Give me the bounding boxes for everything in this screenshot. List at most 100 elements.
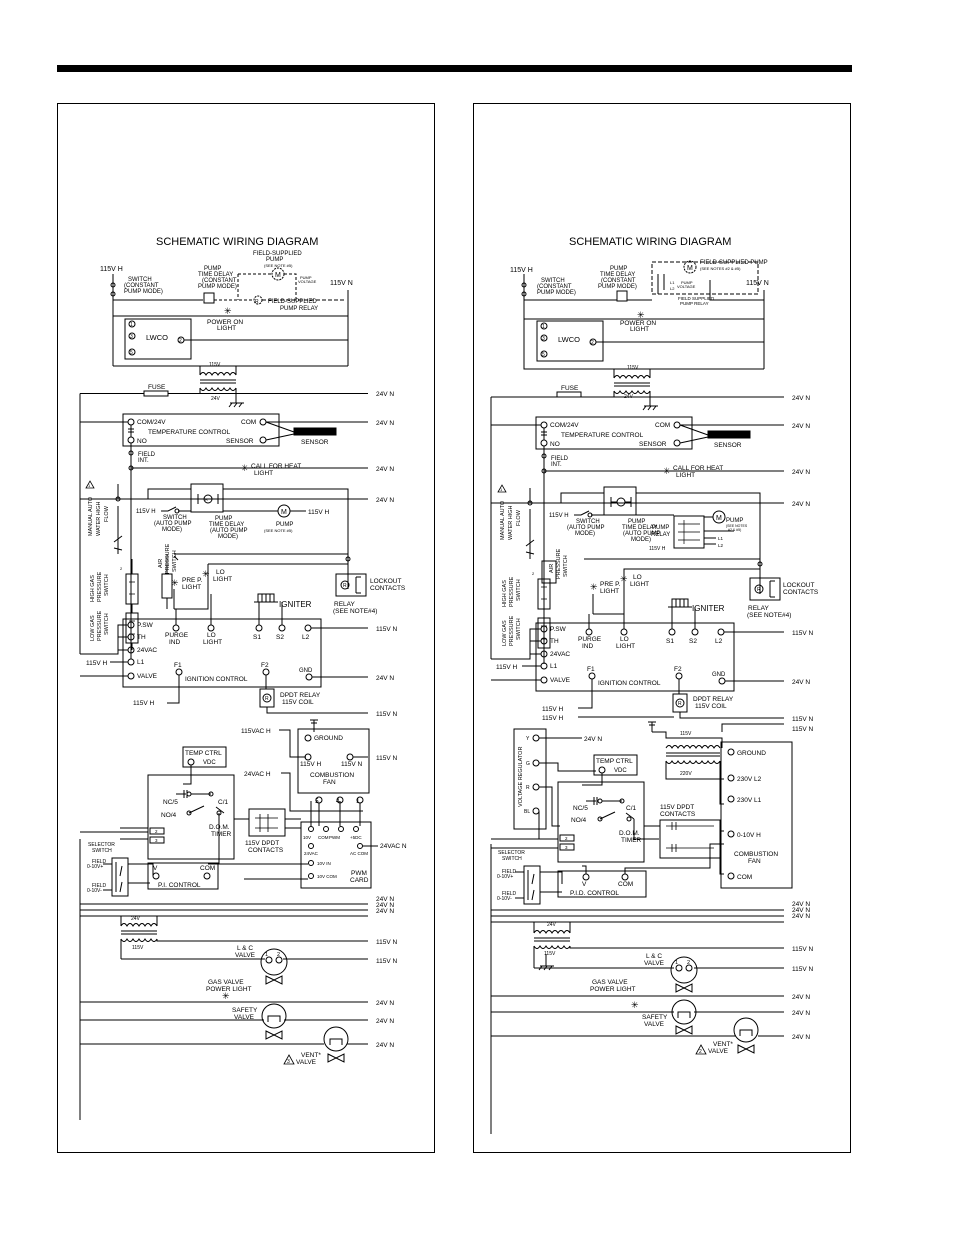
svg-text:24V N: 24V N (376, 391, 394, 398)
svg-text:115V H: 115V H (496, 664, 518, 671)
svg-text:FLOW: FLOW (516, 509, 522, 526)
svg-text:230V L1: 230V L1 (737, 797, 762, 804)
svg-text:24V: 24V (211, 396, 221, 402)
safety-switch-labels: MANUAL AUTO WATER HIGH FLOW HIGH GAS PRE… (88, 496, 178, 641)
lo-light-icon: ✳ (202, 569, 210, 579)
label-115v-n: 115V N (330, 280, 353, 287)
svg-text:SWITCH: SWITCH (563, 555, 569, 577)
label-115v-h: 115V H (100, 266, 123, 273)
svg-text:R: R (265, 696, 269, 702)
svg-text:RELAY (SEE NOTE#4): RELAY (SEE NOTE#4) (747, 605, 791, 619)
svg-text:PRESSURE: PRESSURE (509, 615, 515, 646)
svg-text:MANUAL AUTO: MANUAL AUTO (88, 496, 94, 536)
svg-text:5: 5 (315, 798, 319, 805)
svg-text:WATER HIGH: WATER HIGH (508, 505, 514, 540)
svg-text:10V IN: 10V IN (317, 861, 331, 866)
svg-text:115VAC H: 115VAC H (241, 728, 271, 735)
svg-text:24V N: 24V N (376, 896, 394, 903)
svg-text:L1: L1 (137, 659, 145, 666)
pi-control-label: P.I. CONTROL (158, 882, 201, 889)
svg-text:24V N: 24V N (792, 395, 810, 402)
svg-text:115V N: 115V N (376, 626, 398, 633)
svg-text:24VAC H: 24VAC H (244, 771, 271, 778)
svg-text:L & C VALVE: L & C VALVE (644, 953, 665, 967)
svg-text:SWITCH: SWITCH (516, 618, 522, 640)
svg-text:1: 1 (88, 483, 91, 488)
svg-text:24V N: 24V N (376, 675, 394, 682)
svg-text:5: 5 (130, 350, 133, 356)
svg-text:3: 3 (130, 334, 133, 340)
schematic-diagram-left: SCHEMATIC WIRING DIAGRAM 115V H 115V N S… (79, 236, 407, 1120)
svg-text:1: 1 (500, 487, 503, 492)
svg-text:TEMP CTRL: TEMP CTRL (596, 758, 633, 765)
svg-text:115V: 115V (132, 945, 144, 951)
svg-text:PRE P. LIGHT: PRE P. LIGHT (600, 581, 622, 595)
svg-text:+5DC: +5DC (350, 835, 362, 840)
lwco-box (124, 318, 192, 360)
svg-text:COM: COM (618, 881, 633, 888)
lockout-relay-box (335, 573, 367, 597)
svg-text:115V H: 115V H (649, 546, 666, 552)
svg-text:VALVE: VALVE (137, 673, 158, 680)
vent-valve-icon (323, 1026, 349, 1052)
svg-text:L2: L2 (302, 634, 310, 641)
temperature-control-box (122, 413, 280, 447)
ignition-control-box (122, 618, 322, 688)
svg-text:24V N: 24V N (376, 1042, 394, 1049)
svg-text:24V N: 24V N (792, 501, 810, 508)
temp-ctrl-box (182, 746, 227, 768)
svg-text:24V N: 24V N (792, 423, 810, 430)
svg-text:PURGE IND: PURGE IND (578, 636, 603, 650)
svg-text:IGNITION CONTROL: IGNITION CONTROL (598, 680, 661, 687)
transformer-115-24 (199, 372, 237, 391)
svg-text:G: G (526, 761, 530, 767)
temperature-control-label: TEMPERATURE CONTROL (148, 429, 231, 436)
pump-time-delay-label: PUMP TIME DELAY (CONSTANT PUMP MODE) (198, 266, 238, 290)
svg-text:24V N: 24V N (376, 466, 394, 473)
svg-text:NO/4: NO/4 (571, 817, 587, 824)
svg-text:PRESSURE: PRESSURE (509, 576, 515, 607)
svg-text:SENSOR: SENSOR (714, 442, 742, 449)
pre-purge-light-icon: ✳ (171, 578, 179, 588)
purge-ind-label: PURGE IND (165, 632, 190, 646)
svg-text:FIELD-SUPPLIED PUMP (SEE N: FIELD-SUPPLIED PUMP (SEE NOTES #2 & #5) (700, 260, 769, 271)
svg-text:✳: ✳ (590, 582, 598, 592)
svg-text:C/1: C/1 (218, 799, 229, 806)
svg-text:LO LIGHT: LO LIGHT (630, 574, 649, 588)
fuse-icon (143, 390, 169, 397)
svg-text:HIGH GAS: HIGH GAS (502, 580, 508, 607)
svg-text:4: 4 (336, 798, 340, 805)
svg-text:115V: 115V (544, 951, 556, 957)
svg-text:24V N: 24V N (584, 736, 602, 743)
pump-time-delay-box (203, 292, 215, 304)
svg-text:L2: L2 (715, 638, 723, 645)
svg-text:LWCO: LWCO (558, 335, 580, 344)
svg-text:24V N: 24V N (792, 913, 810, 920)
svg-text:SENSOR: SENSOR (226, 438, 254, 445)
svg-text:3: 3 (542, 336, 545, 342)
svg-text:LOW GAS: LOW GAS (502, 620, 508, 646)
svg-text:SENSOR: SENSOR (639, 441, 667, 448)
svg-text:M: M (687, 265, 693, 272)
svg-text:1: 1 (356, 798, 360, 805)
svg-text:24V: 24V (547, 922, 557, 928)
svg-text:5: 5 (542, 352, 545, 358)
svg-text:M: M (281, 509, 287, 516)
svg-text:GAS VALVE POWER LIGHT: GAS VALVE POWER LIGHT (590, 979, 636, 993)
svg-text:COM: COM (318, 835, 329, 840)
svg-text:DPDT RELAY 115V COIL: DPDT RELAY 115V COIL (693, 696, 735, 710)
svg-text:115V N: 115V N (376, 939, 398, 946)
svg-text:S1: S1 (253, 634, 261, 641)
svg-text:3: 3 (155, 838, 158, 843)
svg-text:R: R (757, 587, 761, 593)
svg-text:F1: F1 (587, 666, 595, 673)
svg-text:24V: 24V (131, 916, 141, 922)
svg-text:BL: BL (524, 809, 530, 815)
svg-text:SWITCH: SWITCH (104, 613, 110, 635)
svg-text:115V N: 115V N (376, 755, 398, 762)
svg-text:Y: Y (526, 736, 530, 742)
svg-text:AC COM: AC COM (350, 851, 368, 856)
svg-text:SELECTOR SWITCH: SELECTOR SWITCH (498, 850, 526, 862)
svg-text:COM: COM (200, 865, 215, 872)
